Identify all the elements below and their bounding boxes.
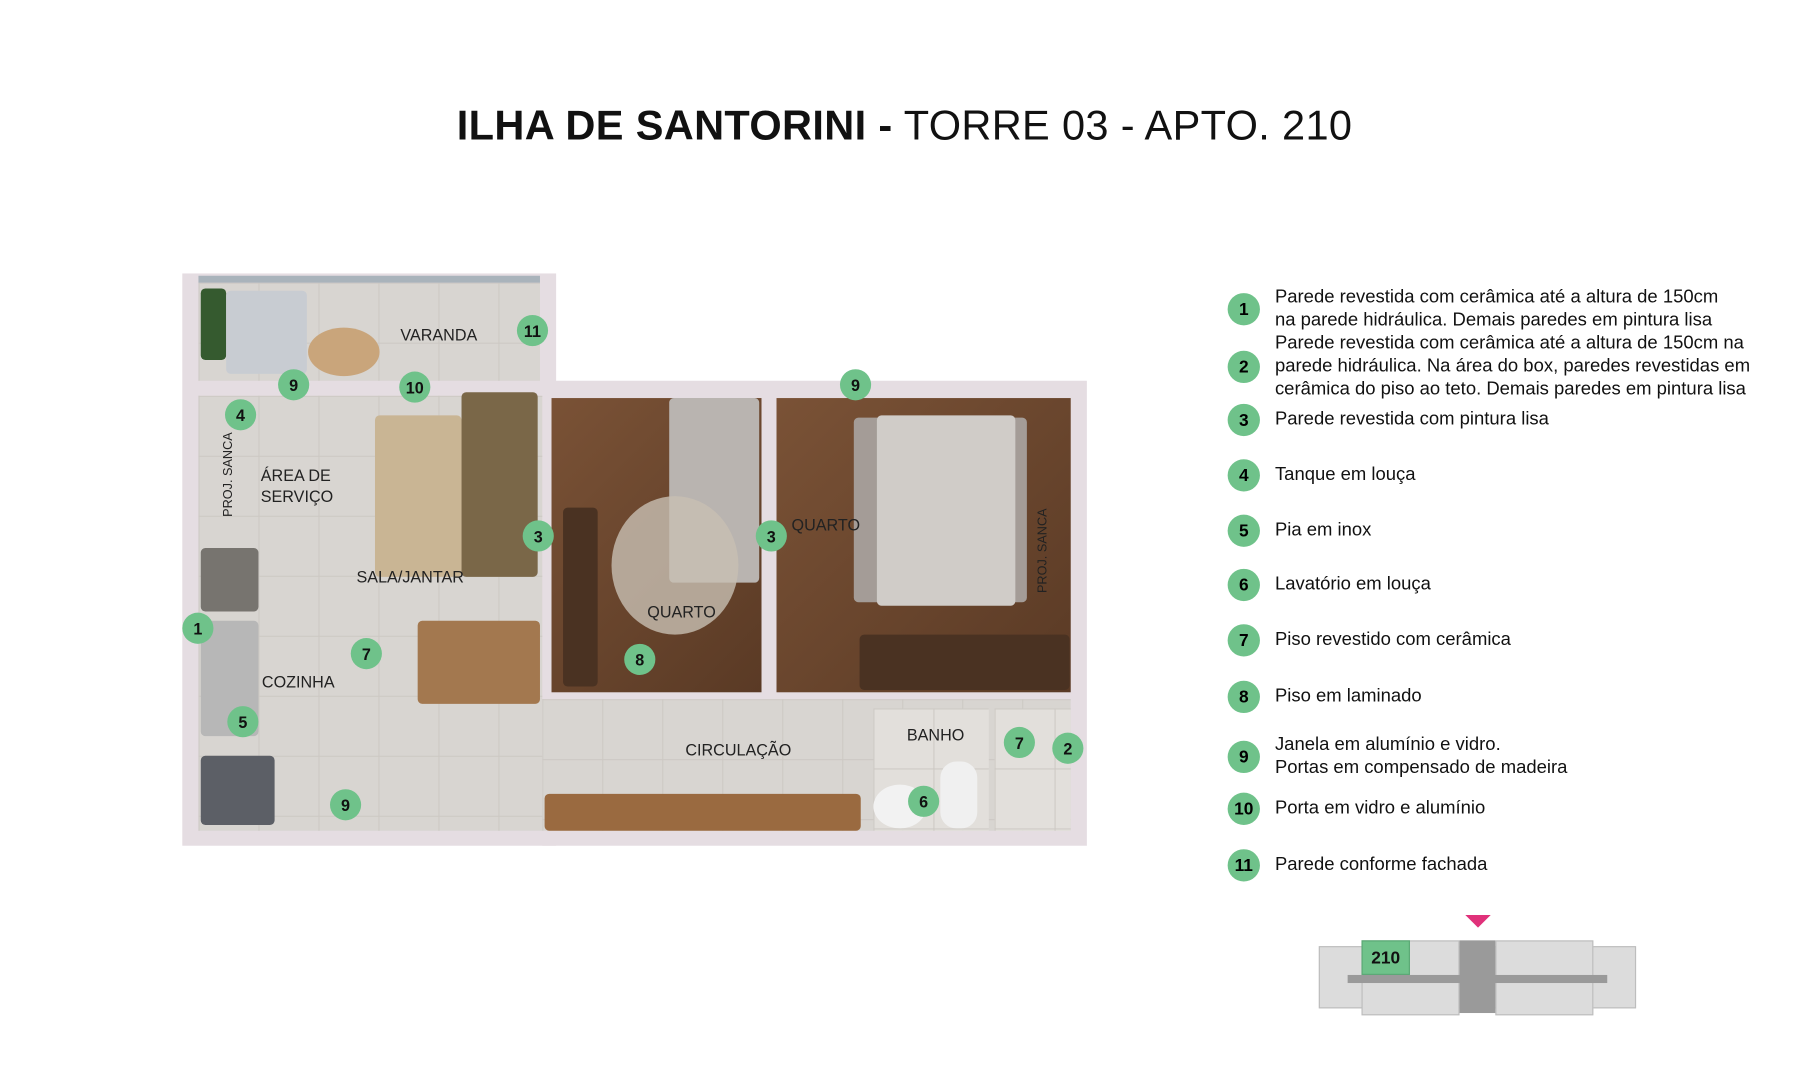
pointer-icon [1465,914,1491,928]
page-title: ILHA DE SANTORINI - TORRE 03 - APTO. 210 [456,101,1353,149]
room-label-cozinha: COZINHA [261,672,335,692]
room-label-sala-jantar: SALA/JANTAR [356,567,464,587]
marker: 11 [516,314,549,347]
room-label-circulacao: CIRCULAÇÃO [685,740,792,760]
marker: 9 [278,369,310,401]
marker: 1 [182,612,214,644]
marker: 8 [624,643,656,675]
room-label-varanda: VARANDA [400,325,478,344]
marker: 7 [1003,726,1035,759]
marker: 10 [399,371,431,403]
room-label-banho: BANHO [906,725,965,745]
room-label-area-servico-2: SERVIÇO [260,486,334,506]
marker: 7 [350,638,382,670]
marker: 3 [755,520,787,552]
marker: 2 [1052,732,1084,764]
marker: 3 [522,520,554,552]
room-label-quarto: QUARTO [647,602,716,621]
marker: 4 [224,399,257,431]
marker: 9 [329,789,362,821]
sanca-label: PROJ. SANCA [1036,508,1050,594]
sanca-label: PROJ. SANCA [221,432,236,517]
marker: 5 [227,706,259,738]
marker: 6 [908,785,940,817]
marker: 9 [839,369,872,401]
room-label-quarto: QUARTO [791,515,861,535]
room-label-area-servico: ÁREA DE [260,466,331,485]
unit-210: 210 [1361,940,1410,975]
